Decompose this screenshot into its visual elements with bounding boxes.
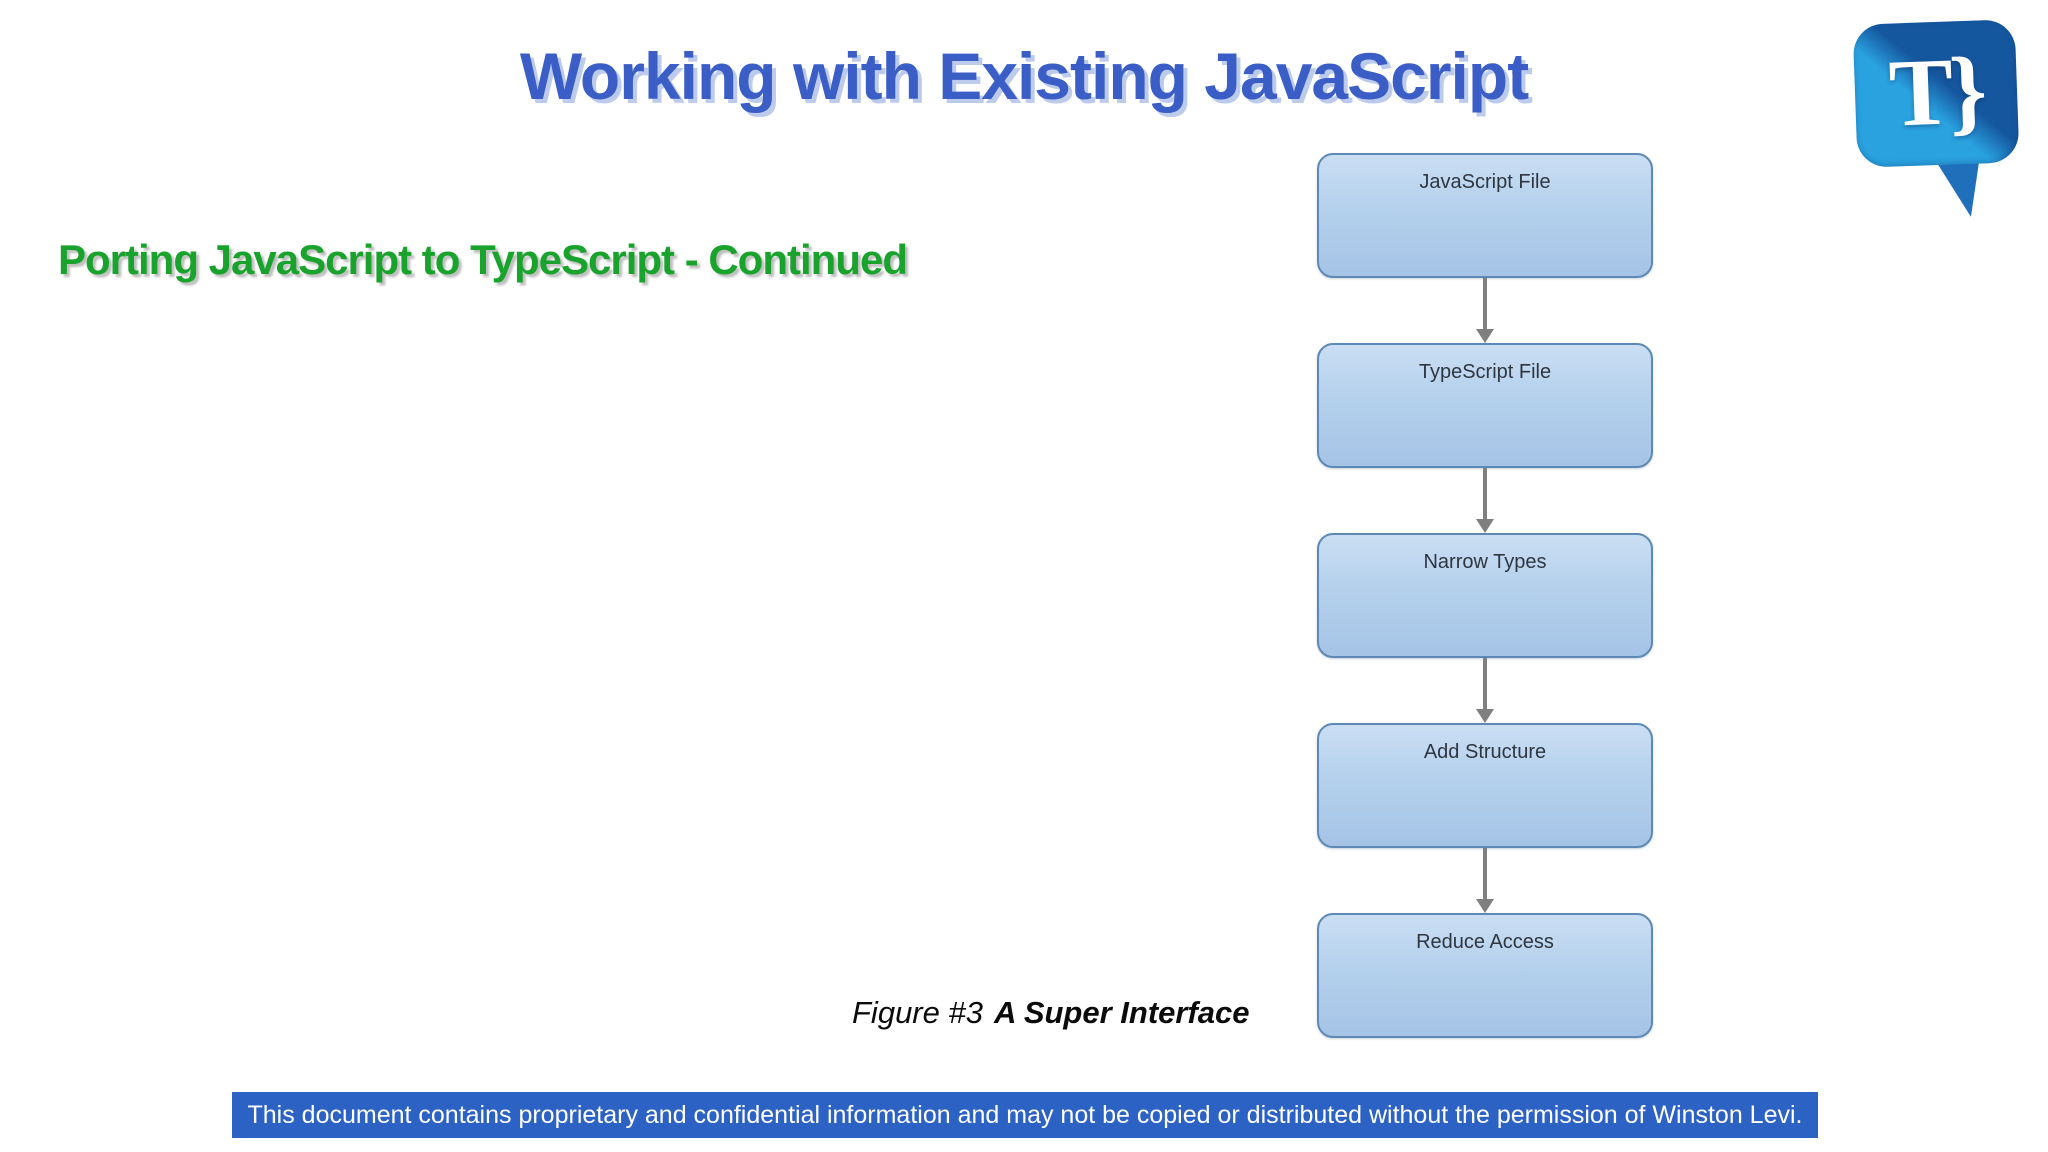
section-heading: Porting JavaScript to TypeScript - Conti… xyxy=(58,236,908,283)
logo-monogram: T} xyxy=(1887,36,1985,147)
speech-bubble-logo: T} xyxy=(1852,19,2022,221)
flowchart-node-add-structure: Add Structure xyxy=(1317,723,1653,848)
arrow-down-icon xyxy=(1476,278,1494,343)
confidentiality-footer: This document contains proprietary and c… xyxy=(232,1092,1818,1138)
arrow-down-icon xyxy=(1476,658,1494,723)
figure-caption-prefix: Figure #3 xyxy=(852,995,983,1030)
arrow-down-icon xyxy=(1476,848,1494,913)
flowchart-node-javascript-file: JavaScript File xyxy=(1317,153,1653,278)
flowchart-node-typescript-file: TypeScript File xyxy=(1317,343,1653,468)
page-title: Working with Existing JavaScript xyxy=(519,39,1529,113)
arrow-down-icon xyxy=(1476,468,1494,533)
figure-caption: Figure #3 A Super Interface xyxy=(852,995,1250,1031)
figure-caption-emphasis: A Super Interface xyxy=(993,995,1250,1030)
flowchart-node-narrow-types: Narrow Types xyxy=(1317,533,1653,658)
flowchart-node-reduce-access: Reduce Access xyxy=(1317,913,1653,1038)
